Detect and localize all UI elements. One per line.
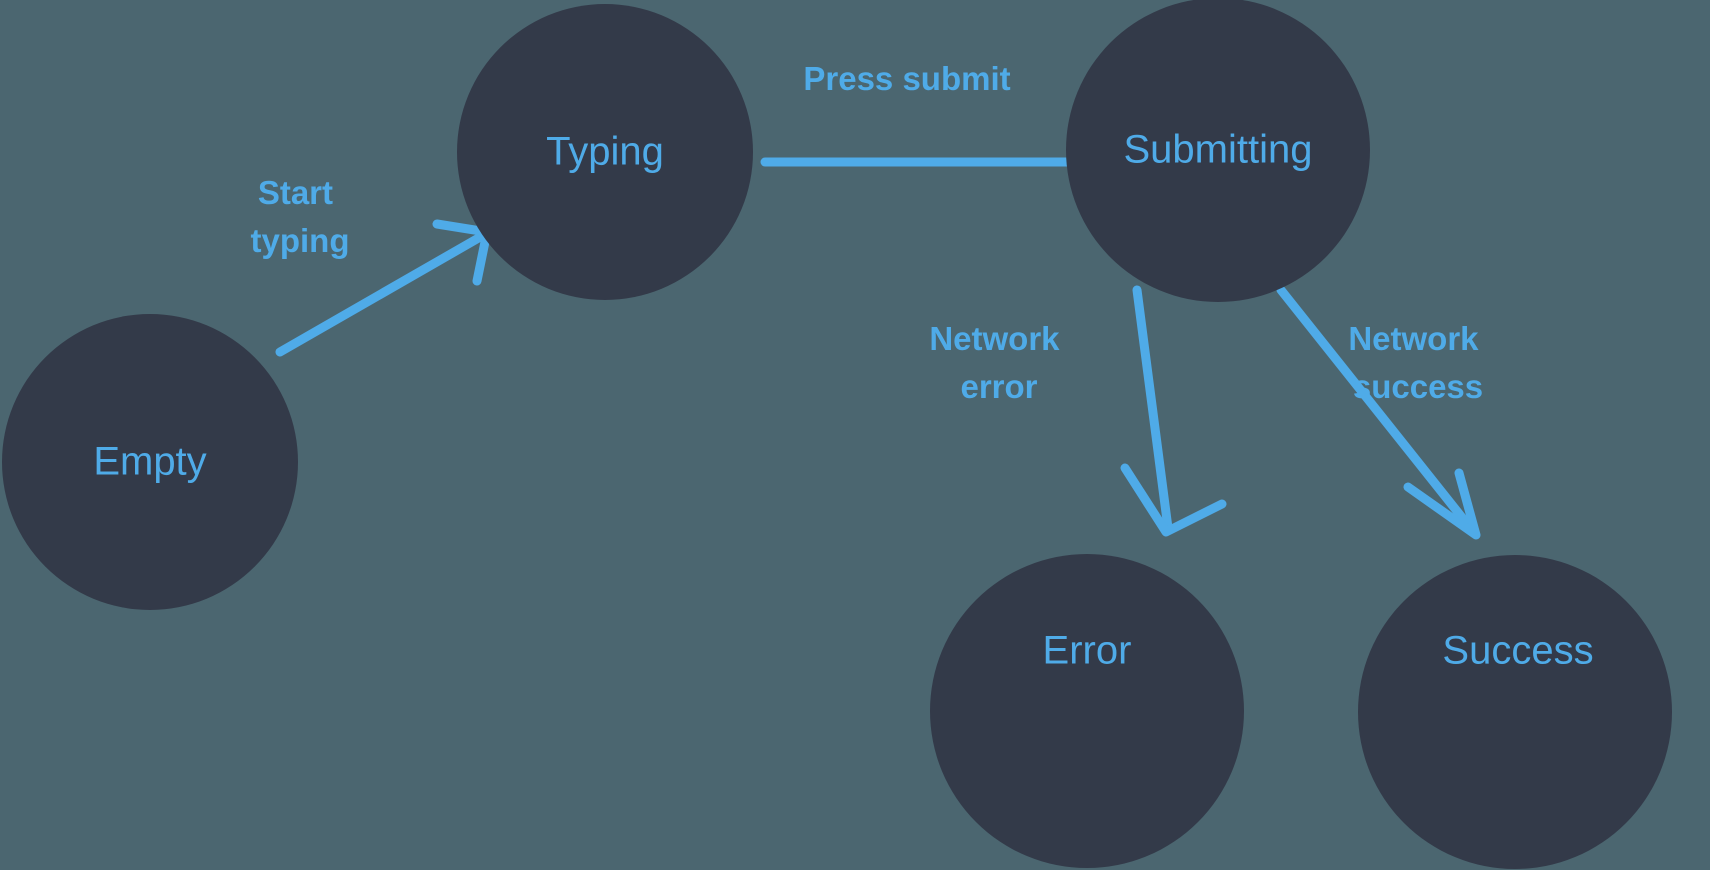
states-layer: Empty Typing Submitting Error Success [2, 0, 1672, 869]
transition-label-line: typing [251, 222, 350, 259]
state-node-success[interactable]: Success [1358, 555, 1672, 869]
transition-network-error[interactable]: Network error [929, 285, 1227, 537]
transition-label-network-error: Network error [929, 320, 1068, 405]
state-label-submitting: Submitting [1124, 128, 1313, 172]
state-node-typing[interactable]: Typing [457, 4, 753, 300]
transition-start-typing[interactable]: Start typing [251, 174, 492, 357]
transition-label-line: Start [258, 174, 333, 211]
transition-line-start-typing [275, 231, 487, 357]
state-circle-success [1358, 555, 1672, 869]
transition-label-line: Network [929, 320, 1060, 357]
state-circle-error [930, 554, 1244, 868]
state-node-submitting[interactable]: Submitting [1066, 0, 1370, 302]
transition-line-network-error [1132, 285, 1173, 533]
state-node-error[interactable]: Error [930, 554, 1244, 868]
arrowhead-icon-network-success [1403, 468, 1481, 540]
transition-line-network-success [1276, 285, 1477, 535]
transition-label-start-typing: Start typing [251, 174, 350, 259]
transition-label-line: Press submit [803, 60, 1010, 97]
state-label-empty: Empty [93, 440, 206, 484]
transition-network-success[interactable]: Network success [1276, 285, 1488, 540]
transition-label-press-submit: Press submit [803, 60, 1010, 97]
transition-label-network-success: Network success [1348, 320, 1487, 405]
transition-label-line: error [960, 368, 1037, 405]
state-label-error: Error [1043, 629, 1132, 673]
state-label-success: Success [1442, 629, 1593, 673]
state-label-typing: Typing [546, 130, 664, 174]
state-circle-submitting [1066, 0, 1370, 302]
transitions-layer: Start typing Press submit Network error [251, 60, 1488, 540]
transition-label-line: success [1353, 368, 1483, 405]
state-node-empty[interactable]: Empty [2, 314, 298, 610]
transition-label-line: Network [1348, 320, 1479, 357]
state-circle-empty [2, 314, 298, 610]
state-circle-typing [457, 4, 753, 300]
arrowhead-icon-network-error [1120, 463, 1227, 537]
